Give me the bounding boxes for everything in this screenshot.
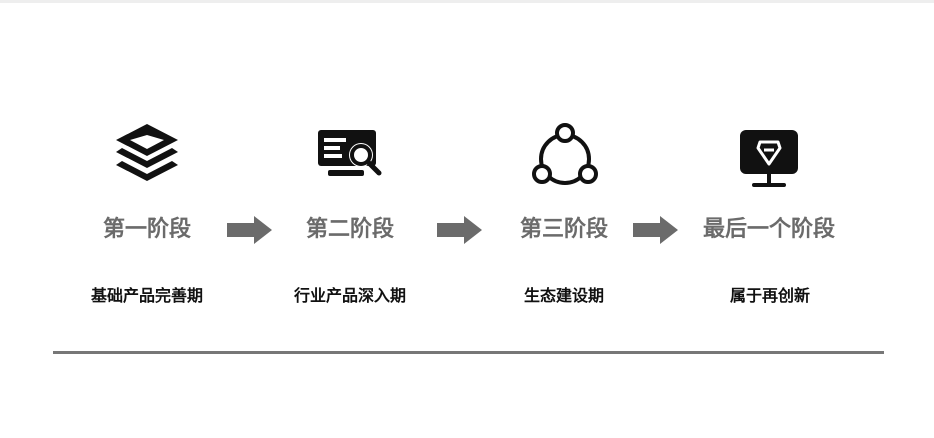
stage-3-title: 第三阶段 xyxy=(519,217,608,242)
monitor-search-icon xyxy=(318,130,382,176)
layers-icon xyxy=(116,124,178,181)
arrow-right-icon xyxy=(633,216,678,244)
stage-3-desc: 生态建设期 xyxy=(523,286,604,305)
arrow-right-icon xyxy=(227,216,272,244)
stage-4-desc: 属于再创新 xyxy=(729,286,810,305)
monitor-pen-icon xyxy=(740,130,798,187)
share-network-icon xyxy=(532,123,598,185)
stage-2-title: 第二阶段 xyxy=(305,217,394,242)
divider-line xyxy=(53,351,884,354)
stage-1-title: 第一阶段 xyxy=(102,217,191,242)
top-rule xyxy=(0,0,934,3)
stage-4-title: 最后一个阶段 xyxy=(702,217,835,242)
stage-1-desc: 基础产品完善期 xyxy=(90,286,203,305)
arrow-right-icon xyxy=(437,216,482,244)
stage-2-desc: 行业产品深入期 xyxy=(293,286,406,305)
